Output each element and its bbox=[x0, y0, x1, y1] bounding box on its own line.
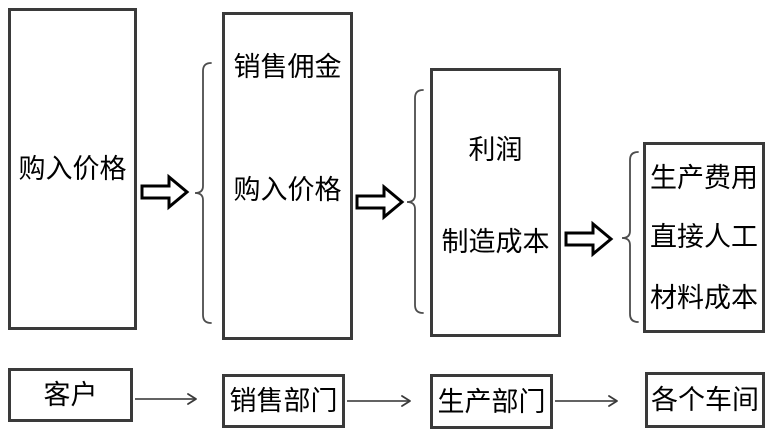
box-sales-department: 销售部门 bbox=[222, 374, 345, 428]
box-text-line: 销售佣金 bbox=[233, 52, 342, 82]
block-arrow-icon bbox=[140, 173, 190, 211]
flow-arrow-icon bbox=[347, 395, 411, 407]
box-workshops: 各个车间 bbox=[645, 372, 765, 428]
block-arrow-icon bbox=[564, 220, 614, 258]
box-text-line: 各个车间 bbox=[651, 385, 759, 415]
box-text-line: 生产费用 bbox=[650, 163, 758, 193]
box-production-department: 生产部门 bbox=[430, 374, 553, 429]
box-sales-price-breakdown: 销售佣金 购入价格 bbox=[222, 12, 353, 340]
box-text-line: 利润 bbox=[468, 135, 523, 165]
box-text-line: 销售部门 bbox=[229, 386, 338, 416]
box-manufacturing-cost-breakdown: 生产费用 直接人工 材料成本 bbox=[643, 142, 765, 333]
flow-arrow-icon bbox=[135, 393, 197, 405]
box-text-line: 生产部门 bbox=[437, 386, 546, 417]
box-text-line: 客户 bbox=[43, 380, 98, 410]
box-customer: 客户 bbox=[8, 368, 133, 422]
flow-arrow-icon bbox=[555, 395, 618, 407]
block-arrow-icon bbox=[355, 183, 405, 221]
left-brace-icon bbox=[194, 62, 212, 324]
box-purchase-price: 购入价格 bbox=[8, 8, 137, 330]
box-text-line: 直接人工 bbox=[650, 222, 758, 252]
left-brace-icon bbox=[406, 89, 424, 314]
box-text-line: 材料成本 bbox=[650, 283, 758, 313]
box-text-line: 制造成本 bbox=[441, 227, 550, 257]
box-text-line: 购入价格 bbox=[233, 175, 342, 205]
left-brace-icon bbox=[621, 151, 639, 323]
box-text-line: 购入价格 bbox=[18, 154, 127, 184]
box-factory-price-breakdown: 利润 制造成本 bbox=[430, 68, 561, 337]
